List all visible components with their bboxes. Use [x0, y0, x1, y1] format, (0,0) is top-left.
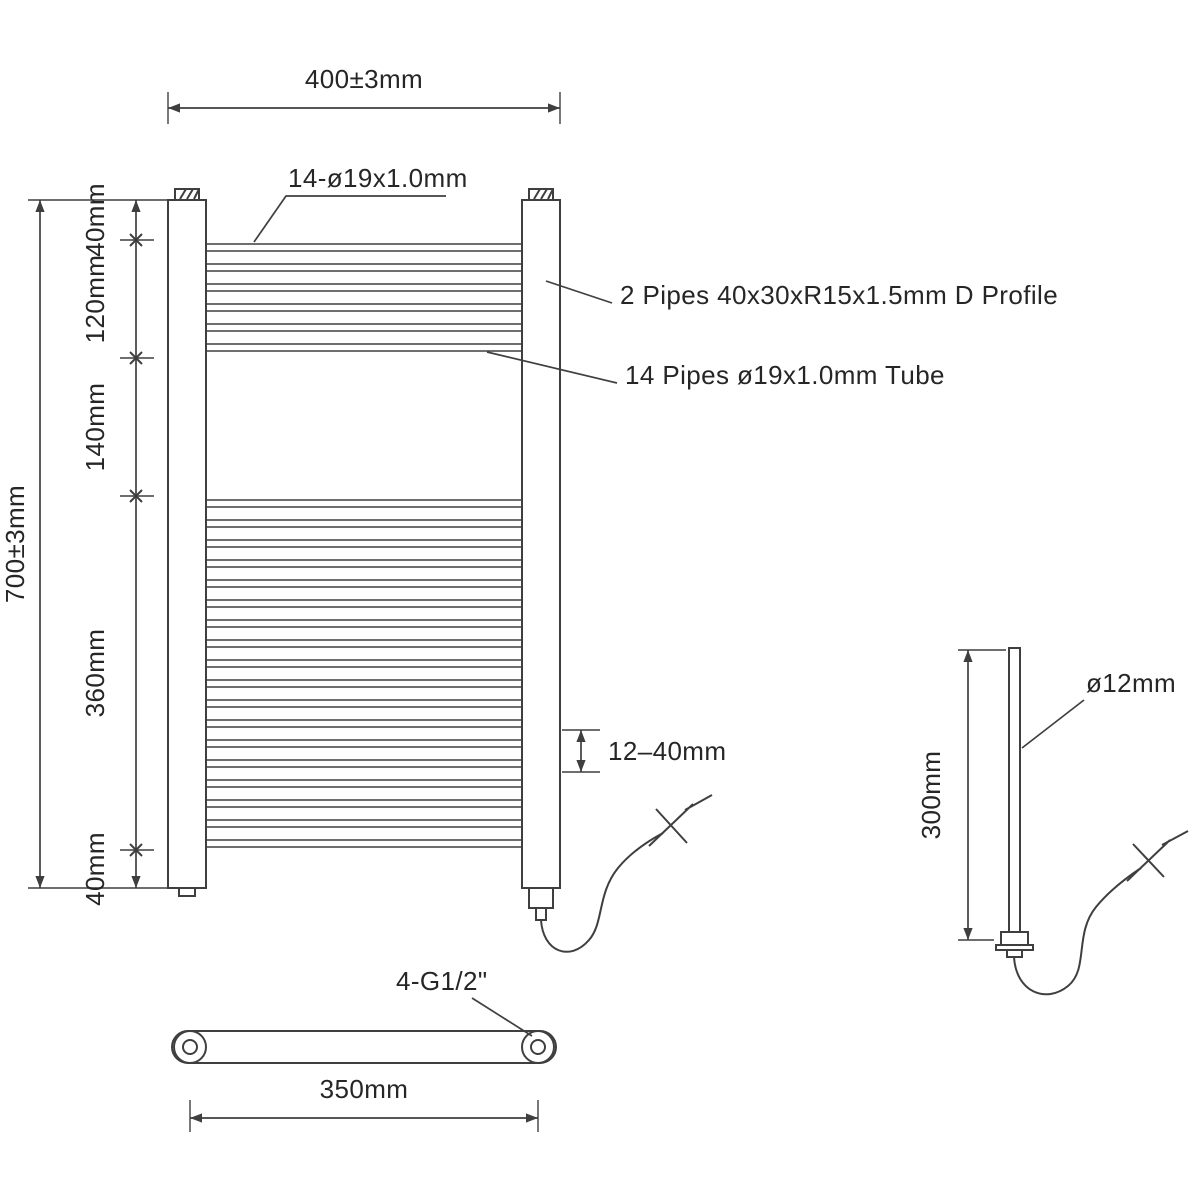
dim-center-distance: 350mm — [320, 1074, 409, 1104]
cross-tube — [205, 499, 523, 508]
cross-tube — [205, 639, 523, 648]
cross-tube — [205, 559, 523, 568]
cross-tube — [205, 819, 523, 828]
left-pipe-cap — [174, 188, 200, 201]
cross-tube — [205, 719, 523, 728]
cross-tube — [205, 659, 523, 668]
tube-group-bottom — [205, 499, 523, 848]
bottom-bar — [171, 1030, 557, 1064]
element-collar — [1006, 949, 1023, 958]
cross-tube — [205, 679, 523, 688]
front-view-dimensions: 400±3mm 700±3mm 40mm 120mm 140mm 360mm 4… — [0, 64, 726, 906]
cross-tube — [205, 343, 523, 352]
chain-tick-3 — [129, 489, 143, 503]
right-pipe — [521, 199, 561, 889]
rail-bottom-view — [171, 1030, 557, 1064]
chain-tick-2 — [129, 351, 143, 365]
dim-seg-140: 140mm — [80, 383, 110, 472]
chain-tick-4 — [129, 843, 143, 857]
element-rod — [1008, 647, 1021, 933]
element-view-dimensions: 300mm ø12mm — [916, 649, 1176, 941]
dim-seg-120: 120mm — [80, 255, 110, 344]
cross-tube — [205, 619, 523, 628]
power-cable — [540, 832, 664, 953]
dim-element-length: 300mm — [916, 751, 946, 840]
leader-side-pipes — [545, 280, 613, 304]
left-cap-hatch — [179, 188, 200, 200]
cross-tube — [205, 779, 523, 788]
cross-tube — [205, 323, 523, 332]
cross-tube — [205, 839, 523, 848]
leader-element-diameter — [1021, 699, 1085, 749]
cross-tube — [205, 243, 523, 252]
cross-tube — [205, 739, 523, 748]
bottom-right-boss — [521, 1030, 555, 1064]
cross-tube — [205, 519, 523, 528]
cross-tube — [205, 799, 523, 808]
cross-tube — [205, 579, 523, 588]
bottom-left-boss — [173, 1030, 207, 1064]
leader-cross-tubes — [486, 351, 618, 384]
dim-top-width: 400±3mm — [305, 64, 423, 94]
label-element-diameter: ø12mm — [1086, 668, 1176, 698]
left-pipe — [167, 199, 207, 889]
label-top-tubes: 14-ø19x1.0mm — [288, 163, 468, 193]
cross-tube — [205, 759, 523, 768]
left-pipe-foot — [178, 887, 196, 897]
element-housing — [528, 887, 554, 909]
dim-element-gap: 12–40mm — [608, 736, 726, 766]
dim-seg-40-bottom: 40mm — [80, 832, 110, 906]
dim-seg-40-top: 40mm — [80, 183, 110, 257]
tube-group-top — [205, 243, 523, 352]
cross-tube — [205, 599, 523, 608]
element-cable-frayed-end — [1126, 830, 1189, 882]
label-thread: 4-G1/2" — [396, 966, 488, 996]
right-pipe-cap — [528, 188, 554, 201]
cross-tube — [205, 263, 523, 272]
cable-frayed-end — [648, 794, 713, 847]
label-side-pipes: 2 Pipes 40x30xR15x1.5mm D Profile — [620, 280, 1058, 310]
cross-tube — [205, 303, 523, 312]
element-cable — [1013, 867, 1142, 996]
dim-seg-360: 360mm — [80, 629, 110, 718]
element-nut — [1000, 931, 1029, 946]
bottom-left-hole — [182, 1039, 198, 1055]
cross-tube — [205, 539, 523, 548]
callouts: 14-ø19x1.0mm 2 Pipes 40x30xR15x1.5mm D P… — [253, 163, 1058, 390]
label-cross-tubes: 14 Pipes ø19x1.0mm Tube — [625, 360, 945, 390]
chain-tick-1 — [129, 233, 143, 247]
rail-front-view — [167, 188, 713, 953]
leader-top-tubes — [253, 195, 446, 243]
dim-overall-height: 700±3mm — [0, 485, 30, 603]
heating-element-view — [995, 647, 1189, 996]
element-gland — [535, 907, 547, 921]
right-cap-hatch — [533, 188, 554, 200]
cross-tube — [205, 283, 523, 292]
cross-tube — [205, 699, 523, 708]
bottom-right-hole — [530, 1039, 546, 1055]
bottom-view-dimensions: 4-G1/2" 350mm — [189, 966, 539, 1132]
leader-thread — [471, 997, 533, 1037]
